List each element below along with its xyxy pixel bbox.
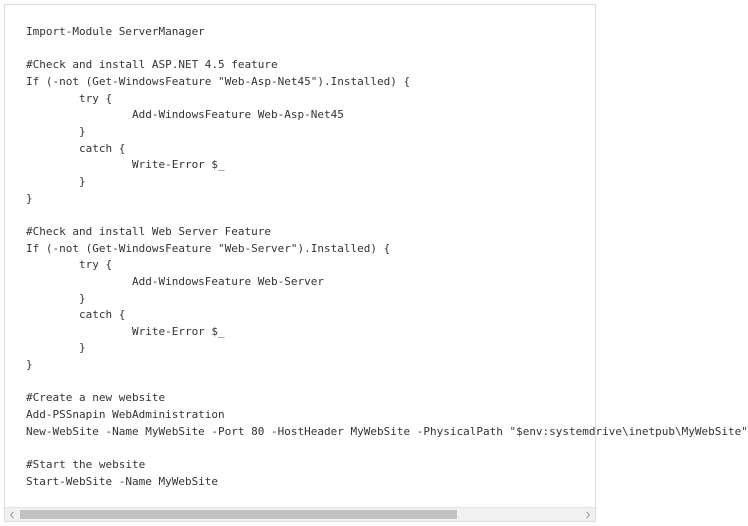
horizontal-scrollbar[interactable] <box>5 507 595 521</box>
code-line: Write-Error $_ <box>26 324 225 338</box>
code-line: If (-not (Get-WindowsFeature "Web-Server… <box>26 241 391 255</box>
code-line: Add-WindowsFeature Web-Asp-Net45 <box>26 108 344 122</box>
chevron-left-icon <box>9 510 15 519</box>
code-line: #Start the website <box>26 458 146 472</box>
code-line: Write-Error $_ <box>26 158 225 172</box>
code-line <box>26 207 748 224</box>
code-line: Start-WebSite -Name MyWebSite <box>26 474 219 488</box>
code-line: If (-not (Get-WindowsFeature "Web-Asp-Ne… <box>26 74 411 88</box>
code-line: catch { <box>26 308 126 322</box>
code-line: Add-PSSnapin WebAdministration <box>26 408 225 422</box>
code-line: catch { <box>26 141 126 155</box>
code-line: try { <box>26 91 113 105</box>
code-line: try { <box>26 258 113 272</box>
code-line: #Create a new website <box>26 391 166 405</box>
code-text: Import-Module ServerManager #Check and in… <box>26 24 748 490</box>
code-viewport: Import-Module ServerManager #Check and in… <box>5 5 748 507</box>
scrollbar-thumb[interactable] <box>20 510 457 519</box>
code-line: #Check and install Web Server Feature <box>26 224 272 238</box>
chevron-right-icon <box>585 510 591 519</box>
code-line: #Check and install ASP.NET 4.5 feature <box>26 58 278 72</box>
code-line <box>26 374 748 391</box>
code-line: } <box>26 291 86 305</box>
code-line: } <box>26 124 86 138</box>
code-line <box>26 440 748 457</box>
code-line: } <box>26 358 33 372</box>
code-line: } <box>26 174 86 188</box>
code-line: Add-WindowsFeature Web-Server <box>26 274 325 288</box>
code-line: } <box>26 191 33 205</box>
code-line: } <box>26 341 86 355</box>
scroll-left-button[interactable] <box>5 508 19 521</box>
code-line: Import-Module ServerManager <box>26 25 205 38</box>
code-line <box>26 41 748 58</box>
code-block: Import-Module ServerManager #Check and in… <box>4 4 748 522</box>
scroll-right-button[interactable] <box>581 508 595 521</box>
code-line: New-WebSite -Name MyWebSite -Port 80 -Ho… <box>26 424 748 438</box>
